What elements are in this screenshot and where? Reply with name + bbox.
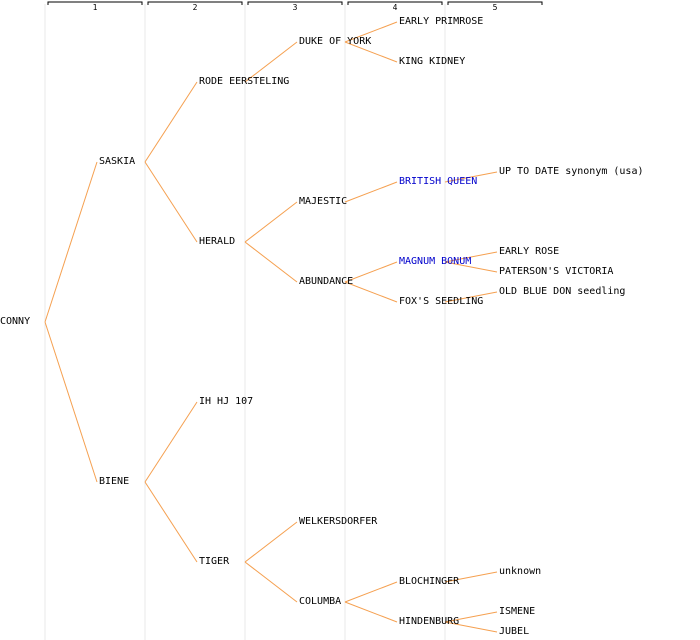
node-welkersdorfer: WELKERSDORFER — [299, 516, 378, 527]
generation-bracket-4 — [347, 1, 443, 5]
generation-bracket-5 — [447, 1, 543, 5]
edge-columba-hindenburg — [344, 601, 398, 623]
node-hindenburg: HINDENBURG — [399, 616, 460, 627]
node-unknown: unknown — [499, 566, 542, 577]
edge-biene-ih-hj-107 — [144, 401, 198, 483]
edge-duke-of-york-king-kidney — [344, 41, 398, 63]
node-jubel: JUBEL — [499, 626, 530, 637]
node-foxs-seedling: FOX'S SEEDLING — [399, 296, 484, 307]
node-ismene: ISMENE — [499, 606, 536, 617]
edge-duke-of-york-early-primrose — [344, 21, 398, 43]
node-old-blue-don: OLD BLUE DON seedling — [499, 286, 626, 297]
generation-bracket-1 — [47, 1, 143, 5]
generation-header: 1 2 3 4 5 — [47, 1, 543, 12]
node-columba: COLUMBA — [299, 596, 342, 607]
edge-hindenburg-ismene — [444, 611, 498, 623]
node-herald: HERALD — [199, 236, 236, 247]
edge-conny-biene — [44, 321, 98, 483]
generation-column-lines — [44, 4, 446, 640]
generation-number-4: 4 — [393, 3, 398, 12]
node-blochinger: BLOCHINGER — [399, 576, 460, 587]
edge-herald-abundance — [244, 241, 298, 283]
edge-biene-tiger — [144, 481, 198, 563]
node-ih-hj-107: IH HJ 107 — [199, 396, 254, 407]
edge-hindenburg-jubel — [444, 621, 498, 633]
node-duke-of-york: DUKE OF YORK — [299, 36, 372, 47]
node-early-primrose: EARLY PRIMROSE — [399, 16, 484, 27]
edge-tiger-columba — [244, 561, 298, 603]
edge-abundance-foxs-seedling — [344, 281, 398, 303]
edge-saskia-rode-eersteling — [144, 81, 198, 163]
generation-number-1: 1 — [93, 3, 98, 12]
node-rode-eersteling: RODE EERSTELING — [199, 76, 290, 87]
generation-bracket-3 — [247, 1, 343, 5]
edge-saskia-herald — [144, 161, 198, 243]
generation-number-2: 2 — [193, 3, 198, 12]
node-conny: CONNY — [0, 316, 31, 327]
edge-tiger-welkersdorfer — [244, 521, 298, 563]
edge-blochinger-unknown — [444, 571, 498, 583]
generation-bracket-2 — [147, 1, 243, 5]
edge-magnum-bonum-patersons-victoria — [444, 261, 498, 273]
node-biene: BIENE — [99, 476, 130, 487]
node-early-rose: EARLY ROSE — [499, 246, 560, 257]
edge-abundance-magnum-bonum — [344, 261, 398, 283]
generation-number-3: 3 — [293, 3, 298, 12]
node-patersons-victoria: PATERSON'S VICTORIA — [499, 266, 614, 277]
edge-foxs-seedling-old-blue-don — [444, 291, 498, 303]
edge-rode-eersteling-duke-of-york — [244, 41, 298, 83]
edge-conny-saskia — [44, 161, 98, 323]
node-king-kidney: KING KIDNEY — [399, 56, 466, 67]
node-tiger: TIGER — [199, 556, 230, 567]
pedigree-edges — [44, 21, 498, 633]
edge-majestic-british-queen — [344, 181, 398, 203]
node-abundance: ABUNDANCE — [299, 276, 354, 287]
generation-number-5: 5 — [493, 3, 498, 12]
node-saskia: SASKIA — [99, 156, 136, 167]
node-magnum-bonum[interactable]: MAGNUM BONUM — [399, 256, 472, 267]
edge-british-queen-up-to-date — [444, 171, 498, 183]
edge-columba-blochinger — [344, 581, 398, 603]
edge-magnum-bonum-early-rose — [444, 251, 498, 263]
edge-herald-majestic — [244, 201, 298, 243]
node-british-queen[interactable]: BRITISH QUEEN — [399, 176, 478, 187]
node-majestic: MAJESTIC — [299, 196, 348, 207]
node-up-to-date: UP TO DATE synonym (usa) — [499, 166, 644, 177]
